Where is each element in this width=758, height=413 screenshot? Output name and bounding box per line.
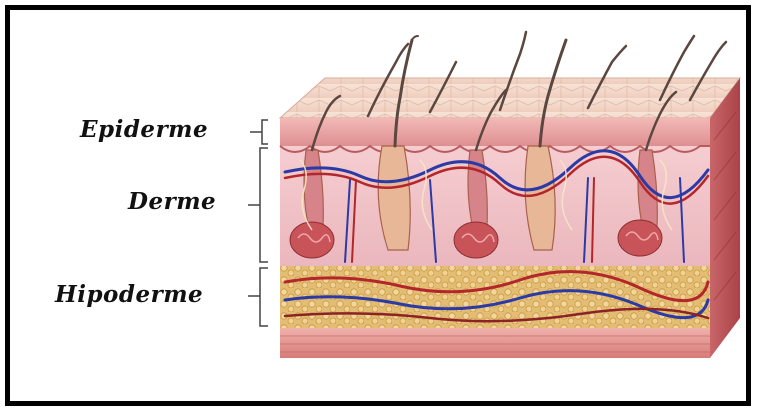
dermis-bracket — [248, 148, 268, 262]
hypodermis-bracket — [248, 268, 268, 326]
layer-brackets — [248, 120, 268, 326]
muscle-layer — [280, 328, 710, 358]
dermis-label: Derme — [128, 188, 216, 215]
epidermis-layer — [280, 118, 710, 146]
hypodermis-label: Hipoderme — [55, 281, 203, 308]
block-side-face — [710, 78, 740, 358]
epidermis-bracket — [250, 120, 268, 144]
epidermis-label: Epiderme — [80, 116, 208, 143]
